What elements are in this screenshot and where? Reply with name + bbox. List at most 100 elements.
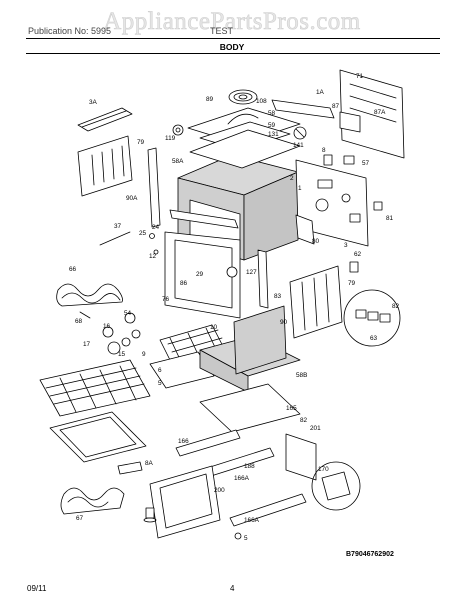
callout: 68 (75, 318, 83, 325)
header-rule-bottom (26, 53, 440, 54)
part-broil-element-66 (56, 283, 123, 307)
callout: 6 (158, 367, 162, 374)
callout: 131 (268, 131, 279, 138)
part-detail-callout (343, 289, 401, 347)
callout: 1 (298, 185, 302, 192)
footer-page: 4 (230, 584, 235, 593)
callout: 87A (374, 109, 386, 116)
part-drawer-tray-165 (199, 383, 301, 433)
model-header: TEST (210, 26, 234, 36)
callout: 87 (332, 103, 340, 110)
part-side-panel-left (77, 135, 133, 197)
watermark: AppliancePartsPros.com (103, 8, 361, 36)
callout: 81 (386, 215, 394, 222)
callout: 24 (152, 224, 160, 231)
callout: 37 (114, 223, 122, 230)
part-bracket-81 (373, 201, 383, 211)
callout: 17 (83, 341, 91, 348)
callout: 166A (234, 475, 250, 482)
part-trim-strip-90a (147, 147, 161, 228)
part-knob-16 (102, 326, 114, 338)
part-rear-panel-71 (339, 69, 405, 159)
callout: 58B (296, 372, 307, 379)
callout: 166 (178, 438, 189, 445)
part-cooling-fan-108 (228, 89, 258, 105)
part-bracket-3a (77, 107, 133, 132)
part-top-plate-2 (189, 129, 301, 169)
callout-labels: 3A 79 71 1A 87 87A 89 108 58 59 131 119 … (69, 73, 400, 542)
part-broiler-pan-9 (149, 351, 215, 389)
callout: 108 (256, 98, 267, 105)
callout: 63 (370, 335, 378, 342)
part-drawer-front-200 (149, 465, 221, 539)
callout: 57 (362, 160, 370, 167)
callout: 82 (300, 417, 308, 424)
part-wire-37 (99, 231, 131, 246)
callout: 54 (124, 310, 132, 317)
callout: 16 (103, 323, 111, 330)
section-title: BODY (219, 42, 245, 52)
callout: 170 (318, 466, 329, 473)
callout: 90 (280, 319, 288, 326)
callout: 86 (180, 280, 188, 287)
part-knob-17 (107, 341, 121, 355)
part-bracket-8 (323, 154, 333, 166)
callout: 9 (142, 351, 146, 358)
callout: 62 (354, 251, 362, 258)
callout: 3 (344, 242, 348, 249)
callout: 166A (244, 517, 260, 524)
part-bracket-8a (117, 461, 143, 475)
publication-number: Publication No: 5995 (28, 26, 112, 36)
part-back-panel-1 (295, 159, 369, 247)
callout: 1A (316, 89, 325, 96)
part-screw-5 (234, 532, 242, 540)
part-bracket-80 (295, 214, 315, 245)
callout: 29 (196, 271, 204, 278)
part-detail-170 (311, 461, 361, 511)
callout: 2 (290, 175, 294, 182)
part-knob-15 (121, 337, 131, 347)
part-bake-element-67 (60, 487, 125, 515)
callout: 200 (214, 487, 225, 494)
callout: 80 (312, 238, 320, 245)
callout: 3A (89, 99, 98, 106)
part-screw-12 (153, 249, 159, 255)
callout: 67 (76, 515, 84, 522)
footer-date: 09/11 (27, 584, 47, 593)
part-lamp-127 (226, 266, 238, 278)
part-side-panel-right-90 (289, 265, 343, 339)
part-drawer-panel-201 (285, 433, 317, 481)
callout: 58A (172, 158, 184, 165)
callout: 165 (286, 405, 297, 412)
part-oven-racks-6 (39, 359, 151, 417)
callout: 119 (165, 135, 176, 142)
callout: 15 (118, 351, 126, 358)
part-rear-bracket-1a (271, 99, 335, 119)
callout: 76 (162, 296, 170, 303)
part-side-strip-83 (257, 249, 269, 309)
callout: 90A (126, 195, 138, 202)
part-screw-25 (149, 233, 155, 239)
callout: 12 (149, 253, 157, 260)
callout: 5 (158, 380, 162, 387)
callout: 10 (210, 324, 218, 331)
callout: 5 (244, 535, 248, 542)
part-insulation-58b (199, 305, 301, 393)
callout: 82 (392, 303, 400, 310)
callout: 127 (246, 269, 257, 276)
callout: 188 (244, 463, 255, 470)
callout: 83 (274, 293, 282, 300)
callout: 141 (293, 142, 304, 149)
part-thermostat-119 (172, 124, 184, 136)
part-block-57 (343, 155, 355, 165)
drawing-code: B79046762902 (346, 551, 394, 558)
callout: 25 (139, 230, 147, 237)
part-knob-54 (124, 312, 136, 324)
callout: 89 (206, 96, 214, 103)
callout: 58 (268, 110, 276, 117)
part-front-frame-24 (164, 209, 241, 319)
callout: 71 (356, 73, 364, 80)
callout: 201 (310, 425, 321, 432)
part-door-glass (49, 411, 147, 463)
